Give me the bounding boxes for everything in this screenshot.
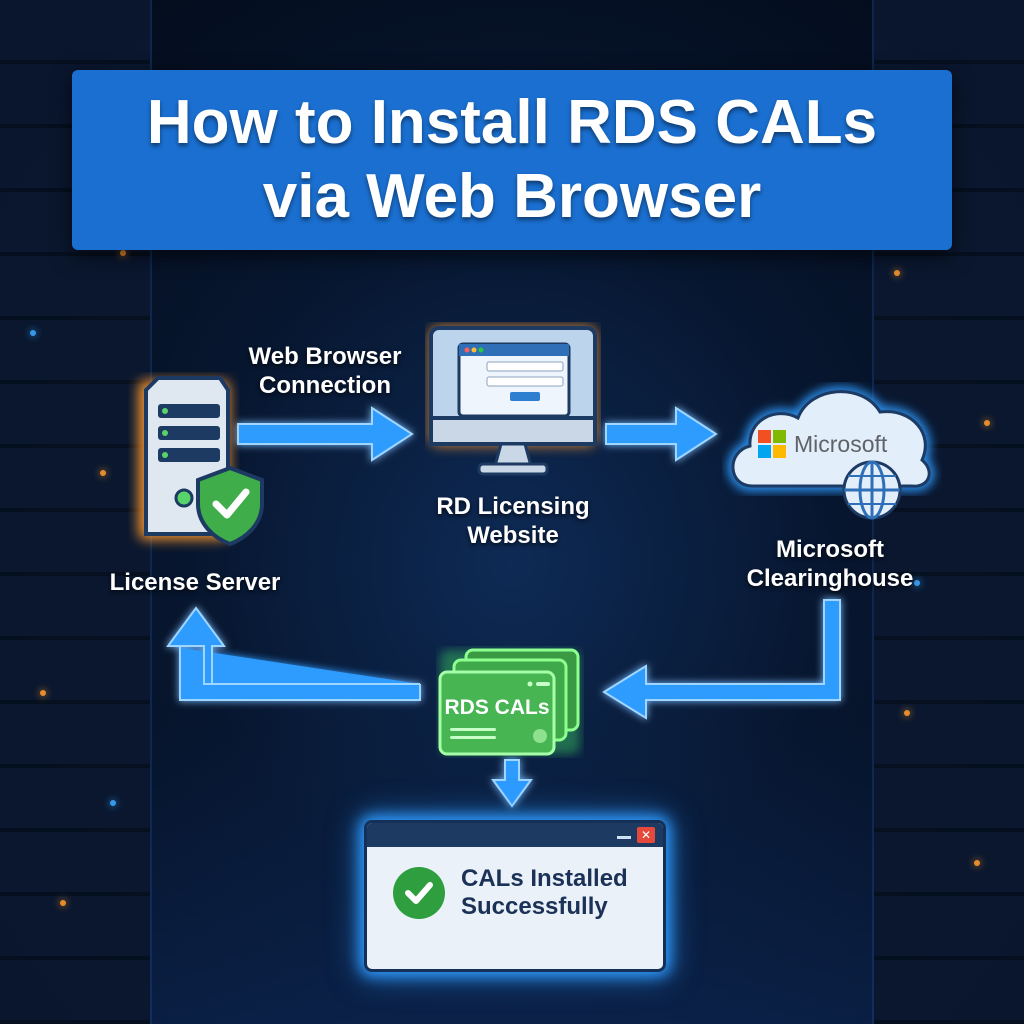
- success-message: CALs Installed Successfully: [461, 865, 628, 921]
- title-line-2: via Web Browser: [262, 162, 762, 231]
- license-server-label: License Server: [109, 569, 281, 596]
- dialog-title-bar: ✕: [367, 823, 663, 847]
- rd-licensing-website-node: [425, 322, 601, 480]
- success-message-line-2: Successfully: [461, 893, 608, 920]
- connection-label-line-2: Connection: [259, 372, 391, 399]
- check-circle-icon: [393, 867, 445, 919]
- close-button[interactable]: ✕: [637, 827, 655, 843]
- minimize-button[interactable]: [617, 836, 631, 839]
- rds-cals-label: RDS CALs: [444, 696, 549, 719]
- license-server-node: [128, 372, 268, 552]
- success-dialog: ✕ CALs Installed Successfully: [364, 820, 666, 972]
- arrow-cals-to-result: [491, 759, 533, 808]
- success-message-line-1: CALs Installed: [461, 865, 628, 892]
- arrow-cals-to-server: [166, 606, 421, 701]
- license-cards-icon: RDS CALs: [438, 648, 580, 756]
- connection-label-line-1: Web Browser: [248, 343, 402, 370]
- microsoft-logo-text: Microsoft: [794, 431, 888, 457]
- arrow-server-to-website: [237, 406, 414, 462]
- title-banner: How to Install RDS CALs via Web Browser: [72, 70, 952, 250]
- clearinghouse-label: Microsoft Clearinghouse: [720, 535, 940, 593]
- rd-website-label-line-1: RD Licensing: [436, 493, 590, 520]
- arrow-website-to-cloud: [605, 406, 718, 462]
- connection-label: Web Browser Connection: [230, 342, 420, 400]
- clearinghouse-label-line-2: Clearinghouse: [746, 565, 914, 592]
- rd-website-label: RD Licensing Website: [400, 492, 626, 550]
- monitor-login-form-icon: [429, 326, 597, 476]
- arrow-cloud-to-cals: [602, 599, 841, 720]
- microsoft-clearinghouse-node: Microsoft: [722, 368, 942, 528]
- server-with-shield-check-icon: [138, 376, 264, 547]
- title-line-1: How to Install RDS CALs: [146, 88, 878, 157]
- rd-website-label-line-2: Website: [467, 522, 559, 549]
- rds-cals-node: RDS CALs: [436, 646, 584, 758]
- cloud-globe-icon: Microsoft: [728, 386, 935, 520]
- clearinghouse-label-line-1: Microsoft: [776, 536, 884, 563]
